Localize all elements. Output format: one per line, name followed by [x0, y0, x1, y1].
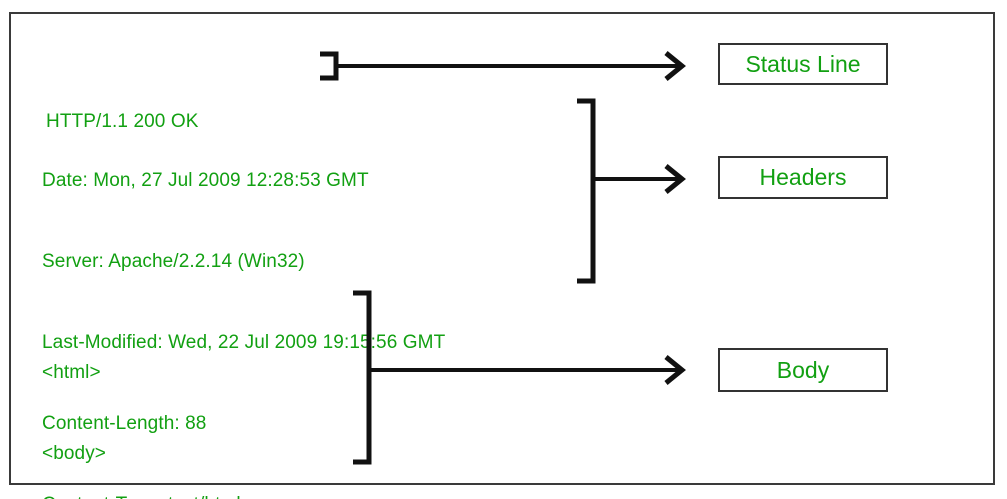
label-box-status-line-text: Status Line: [745, 50, 861, 77]
label-box-body-text: Body: [776, 356, 830, 383]
label-box-headers[interactable]: Headers: [718, 156, 888, 199]
status-line-row: HTTP/1.1 200 OK: [46, 111, 199, 132]
body-text-block: <html> <body> <h1>Hello, World!</h1> </b…: [42, 305, 245, 499]
header-row-content-type: Content-Type: text/html: [42, 491, 445, 499]
label-box-status-line[interactable]: Status Line: [718, 43, 888, 85]
header-row-content-length: Content-Length: 88: [42, 413, 207, 434]
header-row-date: Date: Mon, 27 Jul 2009 12:28:53 GMT: [42, 170, 369, 191]
header-row-server: Server: Apache/2.2.14 (Win32): [42, 251, 305, 272]
label-box-headers-text: Headers: [759, 164, 847, 190]
label-box-body[interactable]: Body: [718, 348, 888, 392]
header-row-last-modified: Last-Modified: Wed, 22 Jul 2009 19:15:56…: [42, 332, 446, 353]
body-row-body-open: <body>: [42, 443, 106, 464]
headers-text-block: Date: Mon, 27 Jul 2009 12:28:53 GMT Serv…: [42, 113, 445, 499]
status-line-text-block: HTTP/1.1 200 OK: [46, 54, 199, 189]
body-row-html-open: <html>: [42, 362, 101, 383]
diagram-frame: [9, 12, 995, 485]
